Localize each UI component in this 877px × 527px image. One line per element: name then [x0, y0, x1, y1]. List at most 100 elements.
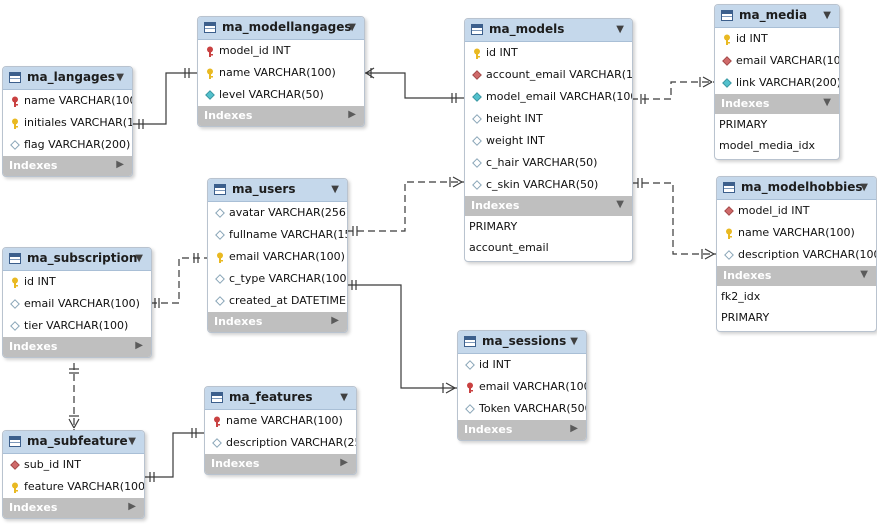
- field-label: flag VARCHAR(200): [24, 138, 131, 151]
- expand-down-arrow-icon[interactable]: ▼: [823, 97, 831, 108]
- index-entry[interactable]: PRIMARY: [715, 114, 839, 135]
- table-header[interactable]: ma_modellangages▼: [198, 17, 364, 40]
- table-field[interactable]: avatar VARCHAR(256): [208, 202, 347, 224]
- indexes-header[interactable]: Indexes▼: [715, 94, 839, 114]
- table-field[interactable]: sub_id INT: [3, 454, 144, 476]
- index-label: fk2_idx: [721, 290, 761, 303]
- indexes-label: Indexes: [214, 315, 263, 328]
- expand-right-arrow-icon[interactable]: ▶: [340, 457, 348, 468]
- table-header[interactable]: ma_features▼: [205, 387, 356, 410]
- dropdown-arrow-icon[interactable]: ▼: [348, 22, 356, 33]
- expand-down-arrow-icon[interactable]: ▼: [860, 269, 868, 280]
- table-field[interactable]: weight INT: [465, 130, 632, 152]
- table-header[interactable]: ma_langages▼: [3, 67, 132, 90]
- expand-right-arrow-icon[interactable]: ▶: [570, 423, 578, 434]
- index-entry[interactable]: model_media_idx: [715, 135, 839, 156]
- table-field[interactable]: account_email VARCHAR(100): [465, 64, 632, 86]
- table-langages[interactable]: ma_langages▼name VARCHAR(100)initiales V…: [2, 66, 133, 177]
- table-field[interactable]: feature VARCHAR(100): [3, 476, 144, 498]
- table-field[interactable]: id INT: [458, 354, 586, 376]
- indexes-header[interactable]: Indexes▶: [3, 156, 132, 176]
- table-field[interactable]: fullname VARCHAR(150): [208, 224, 347, 246]
- dropdown-arrow-icon[interactable]: ▼: [340, 392, 348, 403]
- dropdown-arrow-icon[interactable]: ▼: [128, 436, 136, 447]
- table-users[interactable]: ma_users ▼ avatar VARCHAR(256) fullname VAR…: [207, 178, 348, 333]
- table-field[interactable]: email VARCHAR(100): [458, 376, 586, 398]
- key-yellow-icon: [472, 48, 482, 59]
- table-field[interactable]: description VARCHAR(100): [717, 244, 876, 266]
- indexes-header[interactable]: Indexes▶: [198, 106, 364, 126]
- expand-right-arrow-icon[interactable]: ▶: [331, 315, 339, 326]
- table-field[interactable]: link VARCHAR(200): [715, 72, 839, 94]
- index-entry[interactable]: fk2_idx: [717, 286, 876, 307]
- expand-right-arrow-icon[interactable]: ▶: [135, 340, 143, 351]
- table-field[interactable]: email VARCHAR(100): [208, 246, 347, 268]
- table-field[interactable]: id INT: [715, 28, 839, 50]
- table-header[interactable]: ma_media▼: [715, 5, 839, 28]
- field-label: fullname VARCHAR(150): [229, 228, 347, 241]
- indexes-header[interactable]: Indexes▶: [458, 420, 586, 440]
- indexes-header[interactable]: Indexes▶: [3, 498, 144, 518]
- table-field[interactable]: c_type VARCHAR(100): [208, 268, 347, 290]
- dropdown-arrow-icon[interactable]: ▼: [860, 182, 868, 193]
- dropdown-arrow-icon[interactable]: ▼: [823, 10, 831, 21]
- expand-right-arrow-icon[interactable]: ▶: [128, 501, 136, 512]
- field-label: c_skin VARCHAR(50): [486, 178, 599, 191]
- table-field[interactable]: flag VARCHAR(200): [3, 134, 132, 156]
- table-field[interactable]: email VARCHAR(100): [715, 50, 839, 72]
- dropdown-arrow-icon[interactable]: ▼: [331, 184, 339, 195]
- indexes-header[interactable]: Indexes▼: [717, 266, 876, 286]
- table-field[interactable]: c_skin VARCHAR(50): [465, 174, 632, 196]
- indexes-header[interactable]: Indexes▶: [205, 454, 356, 474]
- field-label: c_type VARCHAR(100): [229, 272, 348, 285]
- table-field[interactable]: description VARCHAR(255): [205, 432, 356, 454]
- table-field[interactable]: name VARCHAR(100): [717, 222, 876, 244]
- table-field[interactable]: model_id INT: [717, 200, 876, 222]
- table-header[interactable]: ma_subscription▼: [3, 248, 151, 271]
- table-field[interactable]: email VARCHAR(100): [3, 293, 151, 315]
- indexes-header[interactable]: Indexes▶: [3, 337, 151, 357]
- table-field[interactable]: c_hair VARCHAR(50): [465, 152, 632, 174]
- table-field[interactable]: model_email VARCHAR(100): [465, 86, 632, 108]
- table-features[interactable]: ma_features▼name VARCHAR(100)description…: [204, 386, 357, 475]
- index-entry[interactable]: PRIMARY: [465, 216, 632, 237]
- table-field[interactable]: id INT: [465, 42, 632, 64]
- table-header[interactable]: ma_subfeature▼: [3, 431, 144, 454]
- table-field[interactable]: created_at DATETIME: [208, 290, 347, 312]
- table-header[interactable]: ma_modelhobbies▼: [717, 177, 876, 200]
- indexes-header[interactable]: Indexes▼: [465, 196, 632, 216]
- table-field[interactable]: height INT: [465, 108, 632, 130]
- table-header[interactable]: ma_sessions▼: [458, 331, 586, 354]
- table-field[interactable]: name VARCHAR(100): [205, 410, 356, 432]
- dropdown-arrow-icon[interactable]: ▼: [116, 72, 124, 83]
- dropdown-arrow-icon[interactable]: ▼: [135, 253, 143, 264]
- expand-down-arrow-icon[interactable]: ▼: [616, 199, 624, 210]
- index-entry[interactable]: PRIMARY: [717, 307, 876, 328]
- table-field[interactable]: id INT: [3, 271, 151, 293]
- table-field[interactable]: name VARCHAR(100): [3, 90, 132, 112]
- table-title: ma_users: [232, 182, 296, 196]
- indexes-header[interactable]: Indexes ▶: [208, 312, 347, 332]
- table-field[interactable]: tier VARCHAR(100): [3, 315, 151, 337]
- dropdown-arrow-icon[interactable]: ▼: [616, 24, 624, 35]
- rel-models-modelhobbies: [631, 182, 716, 255]
- table-header[interactable]: ma_models▼: [465, 19, 632, 42]
- table-field[interactable]: name VARCHAR(100): [198, 62, 364, 84]
- expand-right-arrow-icon[interactable]: ▶: [348, 109, 356, 120]
- index-entry[interactable]: account_email: [465, 237, 632, 258]
- table-field[interactable]: model_id INT: [198, 40, 364, 62]
- expand-right-arrow-icon[interactable]: ▶: [116, 159, 124, 170]
- table-field[interactable]: initiales VARCHAR(10): [3, 112, 132, 134]
- dropdown-arrow-icon[interactable]: ▼: [570, 336, 578, 347]
- table-field[interactable]: level VARCHAR(50): [198, 84, 364, 106]
- table-field[interactable]: Token VARCHAR(500): [458, 398, 586, 420]
- table-header[interactable]: ma_users ▼: [208, 179, 347, 202]
- rel-subscription-users: [150, 257, 207, 304]
